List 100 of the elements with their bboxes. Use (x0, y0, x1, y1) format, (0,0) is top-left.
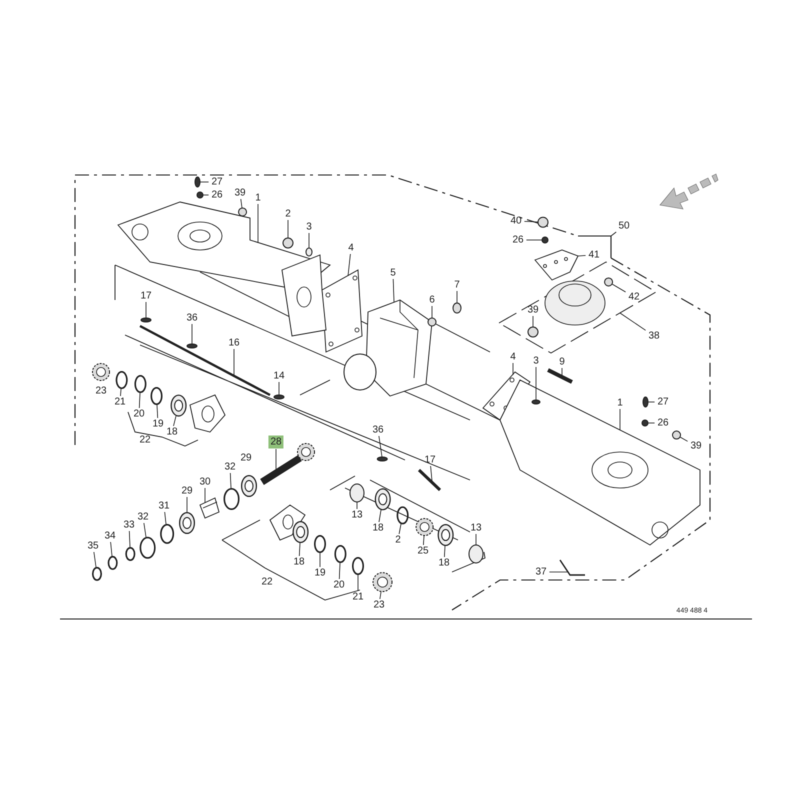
bearing (179, 512, 195, 534)
seal-ring (352, 557, 364, 575)
callout-number: 42 (628, 292, 640, 302)
seal-ring (108, 556, 118, 570)
thrust-washer (468, 544, 484, 564)
callout-number: 27 (657, 396, 669, 408)
bearing (292, 521, 309, 544)
gasket (322, 269, 362, 353)
callout-number: 26 (657, 418, 669, 428)
seal-ring (396, 506, 409, 524)
leader-line (298, 542, 300, 556)
leader-line (356, 502, 358, 510)
bolt (642, 396, 648, 408)
callout-number: 26 (512, 234, 524, 246)
leader-line (524, 221, 538, 222)
seal-ring (334, 545, 346, 564)
leader-line (612, 284, 626, 292)
seal-ring (224, 488, 240, 510)
callout-number: 17 (140, 290, 152, 302)
pinion-gear (297, 443, 315, 461)
bearing-housing (189, 394, 226, 432)
callout-number: 35 (87, 540, 99, 552)
bearing (438, 524, 454, 546)
callout-number: 3 (533, 356, 539, 366)
callout-number: 21 (114, 396, 126, 408)
clip (559, 560, 585, 576)
callout-number: 4 (348, 242, 354, 254)
pin (418, 468, 442, 492)
nut (538, 216, 548, 228)
callout-number: 32 (224, 462, 236, 472)
callout-number: 1 (617, 398, 623, 408)
drive-shaft (139, 324, 271, 396)
bevel-gear (416, 518, 434, 536)
seal-ring (116, 371, 128, 390)
seal-ring (140, 536, 156, 559)
callout-number: 36 (372, 424, 384, 436)
leader-line (512, 362, 514, 376)
grease-nipple (672, 430, 682, 440)
callout-number: 27 (211, 176, 223, 188)
leader-line (380, 592, 382, 600)
spacer-sleeve (199, 497, 220, 519)
leader-line (110, 542, 112, 556)
leader-line (620, 312, 646, 331)
pin (140, 318, 152, 322)
callout-number: 41 (588, 250, 600, 260)
leader-line (680, 436, 688, 442)
leader-line (456, 290, 458, 304)
callout-number: 20 (333, 580, 345, 590)
callout-number: 30 (199, 476, 211, 488)
leader-line (532, 316, 534, 328)
leader-line (348, 254, 351, 276)
callout-number: 31 (158, 500, 170, 512)
pinion-shaft (260, 455, 302, 485)
callout-number: 4 (510, 352, 516, 362)
callout-number: 18 (372, 522, 384, 534)
leader-line (186, 496, 188, 512)
leader-line (144, 522, 146, 538)
callout-number: 5 (390, 268, 396, 278)
callout-number: 39 (234, 188, 246, 198)
leader-line (230, 472, 232, 488)
output-tube (344, 354, 376, 390)
leader-line (378, 510, 382, 522)
leader-line (120, 388, 122, 396)
leader-line (202, 194, 209, 196)
callout-number: 21 (352, 592, 364, 602)
seal-ring (314, 535, 326, 553)
callout-number: 50 (618, 220, 630, 232)
leader-line (610, 232, 617, 236)
callout-number: 19 (152, 418, 164, 430)
callout-number: 23 (95, 386, 107, 396)
leader-line (204, 488, 206, 504)
callout-number: 18 (293, 556, 305, 568)
callout-number: 40 (510, 216, 522, 226)
seal-ring (92, 566, 102, 581)
leader-line (128, 530, 130, 548)
callout-number: 32 (137, 512, 149, 522)
callout-number: 17 (424, 454, 436, 466)
bearing (374, 488, 391, 510)
callout-number: 37 (535, 566, 547, 578)
bolt (547, 368, 573, 384)
leader-line (392, 278, 394, 302)
leader-line (138, 392, 140, 408)
callout-number: 33 (123, 520, 135, 530)
seal-ring (125, 546, 136, 561)
callout-number: 2 (285, 208, 291, 220)
callout-number: 13 (351, 510, 363, 520)
callout-number: 7 (454, 280, 460, 290)
bearing (241, 475, 257, 497)
boundary-line (578, 235, 612, 258)
bearing-housing (269, 504, 306, 541)
callout-number: 2 (395, 534, 401, 546)
bearing (170, 394, 187, 417)
callout-number: 29 (181, 486, 193, 496)
leader-line (240, 198, 242, 208)
callout-number: 36 (186, 312, 198, 324)
callout-number: 25 (417, 546, 429, 556)
seal-ring (150, 387, 163, 406)
nut (282, 238, 294, 248)
callout-number: 29 (240, 452, 252, 464)
leader-line (378, 436, 382, 458)
